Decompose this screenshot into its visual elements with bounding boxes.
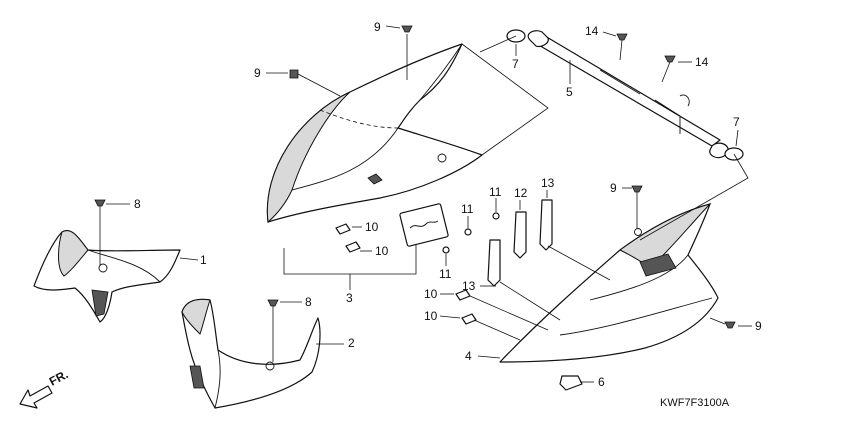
callout-9a: 9 <box>374 20 381 34</box>
lower-inner-part-2 <box>181 298 321 409</box>
assembly-lines <box>99 34 749 362</box>
callout-4: 4 <box>465 349 472 363</box>
callout-9b: 9 <box>254 66 261 80</box>
stay-part-5 <box>506 29 744 161</box>
side-cowl-part-4 <box>499 203 719 363</box>
front-cowl-part-3 <box>266 43 483 247</box>
callout-9c: 9 <box>610 181 617 195</box>
callouts: 1 2 3 4 5 6 7 7 8 8 9 9 9 9 10 10 10 <box>106 20 762 389</box>
callout-10b: 10 <box>375 244 389 258</box>
callout-8b: 8 <box>305 295 312 309</box>
brackets-part-12-13 <box>487 199 553 287</box>
callout-7a: 7 <box>512 57 519 71</box>
callout-8a: 8 <box>134 197 141 211</box>
callout-14a: 14 <box>585 24 599 38</box>
callout-2: 2 <box>348 336 355 350</box>
front-direction-arrow: FR. <box>19 367 71 409</box>
callout-10a: 10 <box>365 220 379 234</box>
callout-11b: 11 <box>461 202 474 216</box>
callout-10d: 10 <box>424 309 438 323</box>
callout-7b: 7 <box>733 115 740 129</box>
clips-part-10 <box>335 223 477 325</box>
callout-5: 5 <box>566 85 573 99</box>
callout-9d: 9 <box>755 319 762 333</box>
inner-panel-part-1 <box>33 230 181 323</box>
callout-11c: 11 <box>439 267 452 281</box>
callout-10c: 10 <box>424 287 438 301</box>
diagram-code: KWF7F3100A <box>660 397 730 409</box>
callout-3: 3 <box>346 291 353 305</box>
callout-12: 12 <box>514 186 528 200</box>
callout-1: 1 <box>200 253 207 267</box>
callout-6: 6 <box>598 375 605 389</box>
callout-13a: 13 <box>541 176 555 190</box>
callout-11a: 11 <box>489 185 502 199</box>
callout-13b: 13 <box>462 279 476 293</box>
callout-14b: 14 <box>695 55 709 69</box>
direction-label: FR. <box>47 367 71 388</box>
screws-and-bolts <box>94 25 736 329</box>
clip-part-6 <box>559 375 583 391</box>
